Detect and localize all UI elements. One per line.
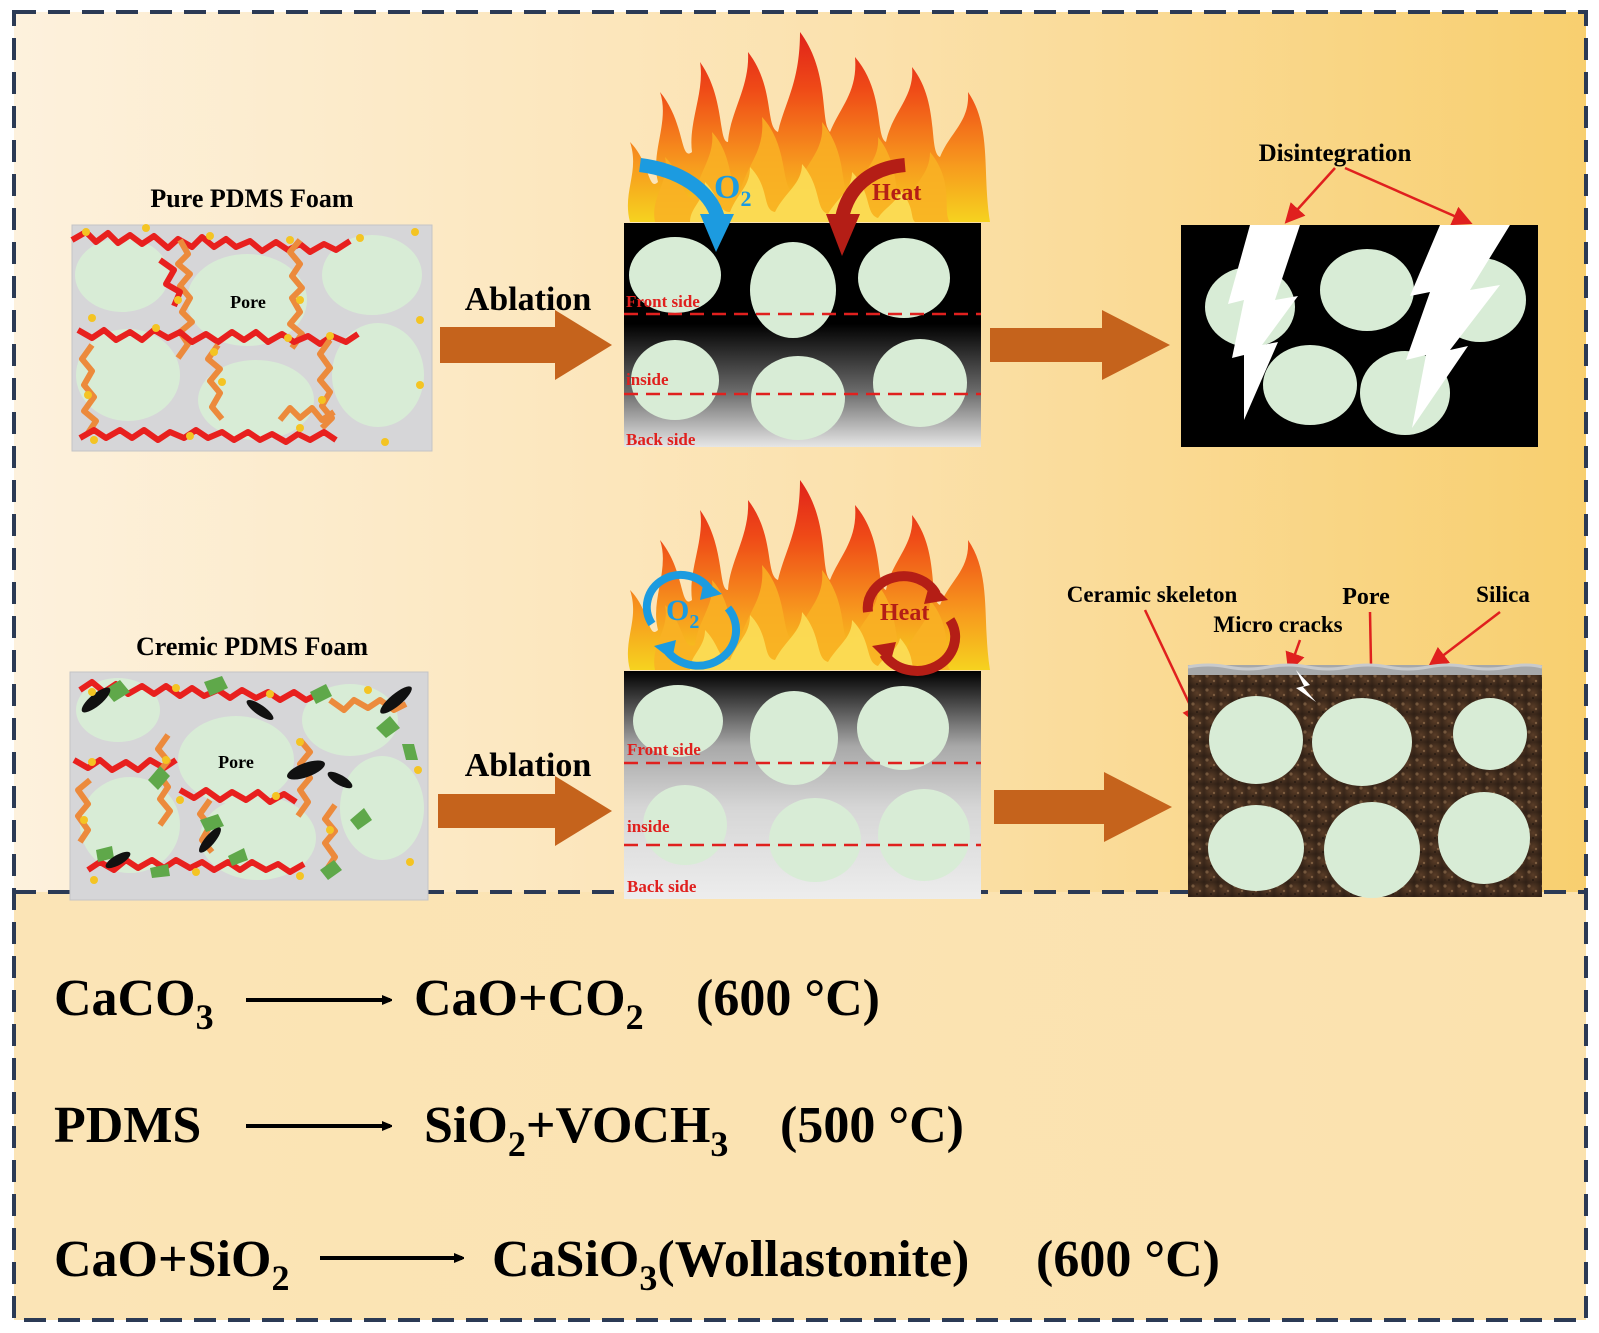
bottom-heat-cycle-arrows <box>862 571 961 676</box>
micro-crack-mark <box>1296 670 1316 702</box>
top-o2-arrow <box>638 158 725 221</box>
reaction-1-reactant: CaCO3 <box>54 970 214 1037</box>
outer-dashed-border <box>12 10 1588 1322</box>
crack-bolt-left <box>1228 225 1300 420</box>
ceramic-pore-label: Pore <box>1342 584 1390 610</box>
reaction-3-reactant: CaO+SiO2 <box>54 1231 289 1298</box>
reaction-2-reactant: PDMS <box>54 1097 201 1154</box>
bottom-heat-label: Heat <box>880 600 929 626</box>
top-o2-label: O2 <box>714 169 751 211</box>
bottom-inside-label: inside <box>627 817 670 836</box>
reaction-2-condition: (500 °C) <box>780 1097 964 1154</box>
ceramic-skeleton-label: Ceramic skeleton <box>1067 582 1238 607</box>
pure-foam-pore-label: Pore <box>230 292 266 312</box>
bottom-back-side-label: Back side <box>627 877 697 896</box>
disintegration-pointer-left <box>1284 167 1336 224</box>
ceramic-char-block <box>1187 663 1543 898</box>
bottom-o2-cycle-arrows <box>642 570 741 670</box>
bottom-result-arrow <box>994 772 1172 842</box>
pure-pdms-foam-block: Pore <box>70 224 433 452</box>
top-heat-arrow <box>835 158 906 220</box>
pure-foam-title: Pure PDMS Foam <box>150 184 353 213</box>
ceramic-pdms-foam-block: Pore <box>69 671 429 901</box>
reaction-3-condition: (600 °C) <box>1036 1231 1220 1288</box>
ceramic-foam-pore-label: Pore <box>218 752 254 772</box>
reaction-equations: CaCO3 CaO+CO2 (600 °C) PDMS SiO2+VOCH3 (… <box>54 970 1220 1298</box>
bottom-front-side-label: Front side <box>627 740 701 759</box>
disintegrated-block <box>1181 225 1538 447</box>
disintegration-pointer-right <box>1344 166 1473 226</box>
top-inside-label: inside <box>626 370 669 389</box>
top-heat-label: Heat <box>872 180 921 206</box>
bottom-o2-label: O2 <box>666 594 699 633</box>
silica-pointer <box>1428 611 1501 668</box>
top-front-side-label: Front side <box>626 292 700 311</box>
bottom-ablation-arrow <box>438 776 612 846</box>
disintegration-label: Disintegration <box>1259 140 1412 167</box>
crack-bolt-right <box>1406 225 1510 428</box>
top-ablation-label: Ablation <box>465 281 592 318</box>
micro-cracks-pointer <box>1285 639 1305 673</box>
silica-label: Silica <box>1476 582 1530 607</box>
ceramic-foam-title: Cremic PDMS Foam <box>136 632 368 661</box>
top-back-side-label: Back side <box>626 430 696 449</box>
bottom-ablated-block: Front side inside Back side <box>624 671 981 899</box>
reaction-1-product: CaO+CO2 <box>414 970 644 1037</box>
reaction-2-product: SiO2+VOCH3 <box>424 1097 728 1164</box>
reaction-3-product: CaSiO3(Wollastonite) <box>492 1231 969 1298</box>
top-ablation-arrow <box>440 310 612 380</box>
bottom-ablation-label: Ablation <box>465 747 592 784</box>
lower-panel-background <box>14 892 1586 1320</box>
top-result-arrow <box>990 310 1170 380</box>
reaction-1-condition: (600 °C) <box>696 970 880 1027</box>
micro-cracks-label: Micro cracks <box>1213 612 1342 637</box>
top-ablated-block: Front side inside Back side <box>624 223 981 449</box>
